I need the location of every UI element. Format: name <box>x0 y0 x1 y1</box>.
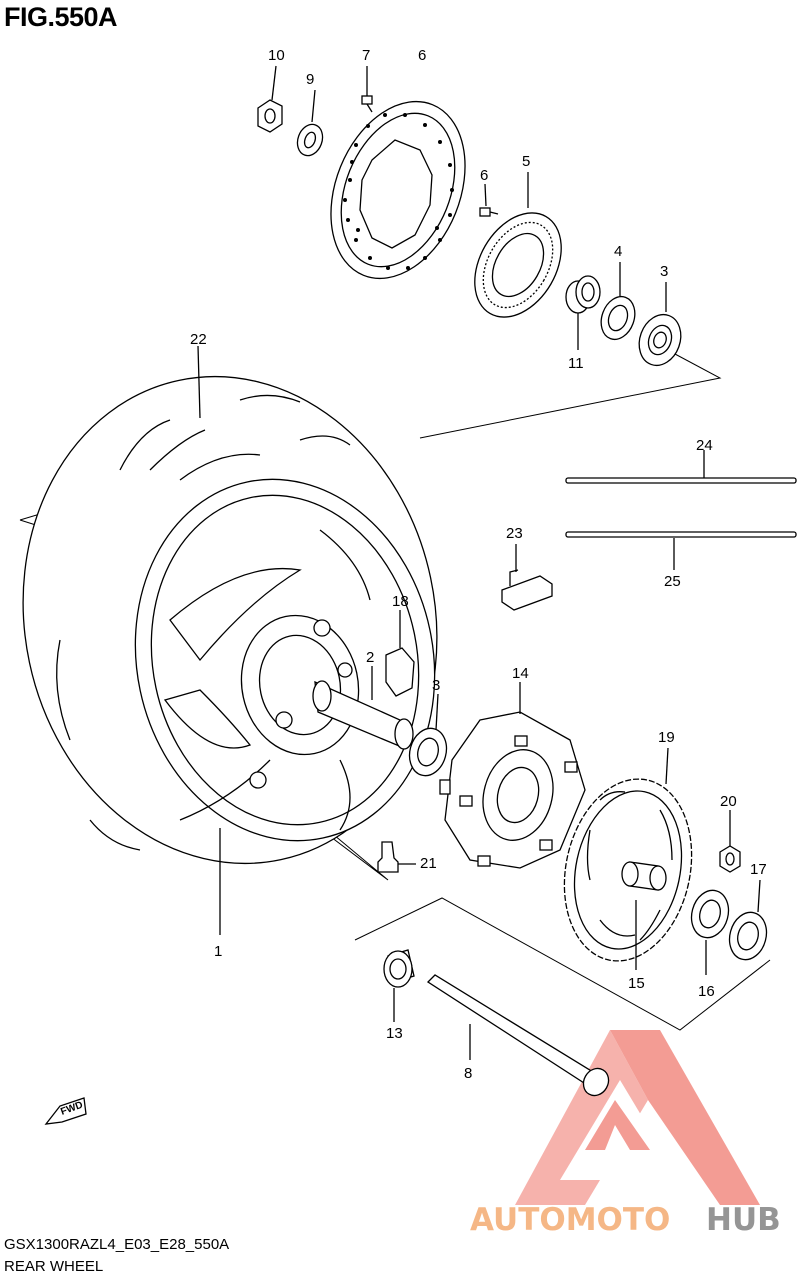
part-6-sensor-bolt[interactable] <box>479 183 499 217</box>
callout-10: 9 <box>306 71 314 88</box>
part-24-rod[interactable] <box>565 450 797 484</box>
callout-13: 13 <box>386 1025 403 1042</box>
callout-17: 17 <box>750 861 767 878</box>
assembly-name: REAR WHEEL <box>4 1258 104 1275</box>
part-15-collar[interactable] <box>621 861 667 970</box>
part-13-spacer[interactable] <box>383 949 415 1022</box>
part-3-bearing-lower[interactable] <box>404 693 451 780</box>
callout-1: 1 <box>214 943 222 960</box>
part-9-axle[interactable] <box>426 974 613 1100</box>
part-22-air-valve[interactable] <box>377 841 416 873</box>
figure-title: FIG.550A <box>4 2 118 32</box>
callout-12: 11 <box>568 355 584 372</box>
callout-15: 15 <box>628 975 645 992</box>
callout-6: 6 <box>480 167 488 184</box>
automotohub-logo <box>515 1030 760 1205</box>
callout-25: 25 <box>664 573 681 590</box>
part-5-sensor-rotor[interactable] <box>457 172 579 332</box>
part-25-rod[interactable] <box>565 531 797 570</box>
part-3-bearing-upper[interactable] <box>632 282 687 371</box>
part-10-washer[interactable] <box>293 89 326 159</box>
callout-2: 2 <box>366 649 374 666</box>
callout-11: 10 <box>268 47 285 64</box>
part-12-spacer[interactable] <box>565 275 601 350</box>
callout-8: 7 <box>362 47 370 64</box>
part-14-sprocket-mount[interactable] <box>439 682 586 869</box>
callout-3-lower: 3 <box>432 677 440 694</box>
model-code: GSX1300RAZL4_E03_E28_550A <box>4 1236 230 1253</box>
part-7-brake-disc[interactable] <box>306 81 490 298</box>
watermark-part2: HUB <box>706 1202 781 1238</box>
callout-21: 22 <box>190 331 207 348</box>
callout-23: 23 <box>506 525 523 542</box>
part-2-spacer[interactable] <box>312 666 414 750</box>
callout-5: 5 <box>522 153 530 170</box>
part-16-bearing[interactable] <box>686 886 733 975</box>
callout-9: 8 <box>464 1065 472 1082</box>
callout-16: 16 <box>698 983 715 1000</box>
callout-4: 4 <box>614 243 622 260</box>
callout-20: 20 <box>720 793 737 810</box>
part-11-nut[interactable] <box>257 65 283 133</box>
part-8-disc-bolt[interactable] <box>361 66 373 113</box>
part-17-oil-seal[interactable] <box>724 879 771 964</box>
callout-3-upper: 3 <box>660 263 668 280</box>
fwd-arrow-icon: FWD <box>44 1097 87 1125</box>
part-4-oil-seal[interactable] <box>595 262 640 344</box>
callout-labels: 10 9 7 6 5 6 4 3 11 22 24 23 25 18 2 14 … <box>190 47 767 1082</box>
part-20-nut[interactable] <box>719 810 741 873</box>
automotohub-watermark-text: AUTOMOTO HUB <box>470 1202 781 1238</box>
callout-7: 6 <box>418 47 426 64</box>
watermark-part1: AUTOMOTO <box>470 1202 670 1238</box>
callout-14: 14 <box>512 665 529 682</box>
part-23-clip[interactable] <box>501 544 553 611</box>
part-18-cush-damper[interactable] <box>385 610 415 697</box>
part-1-wheel[interactable] <box>102 451 467 935</box>
callout-24: 24 <box>696 437 713 454</box>
callout-22: 21 <box>420 855 437 872</box>
callout-19: 19 <box>658 729 675 746</box>
callout-18: 18 <box>392 593 409 610</box>
